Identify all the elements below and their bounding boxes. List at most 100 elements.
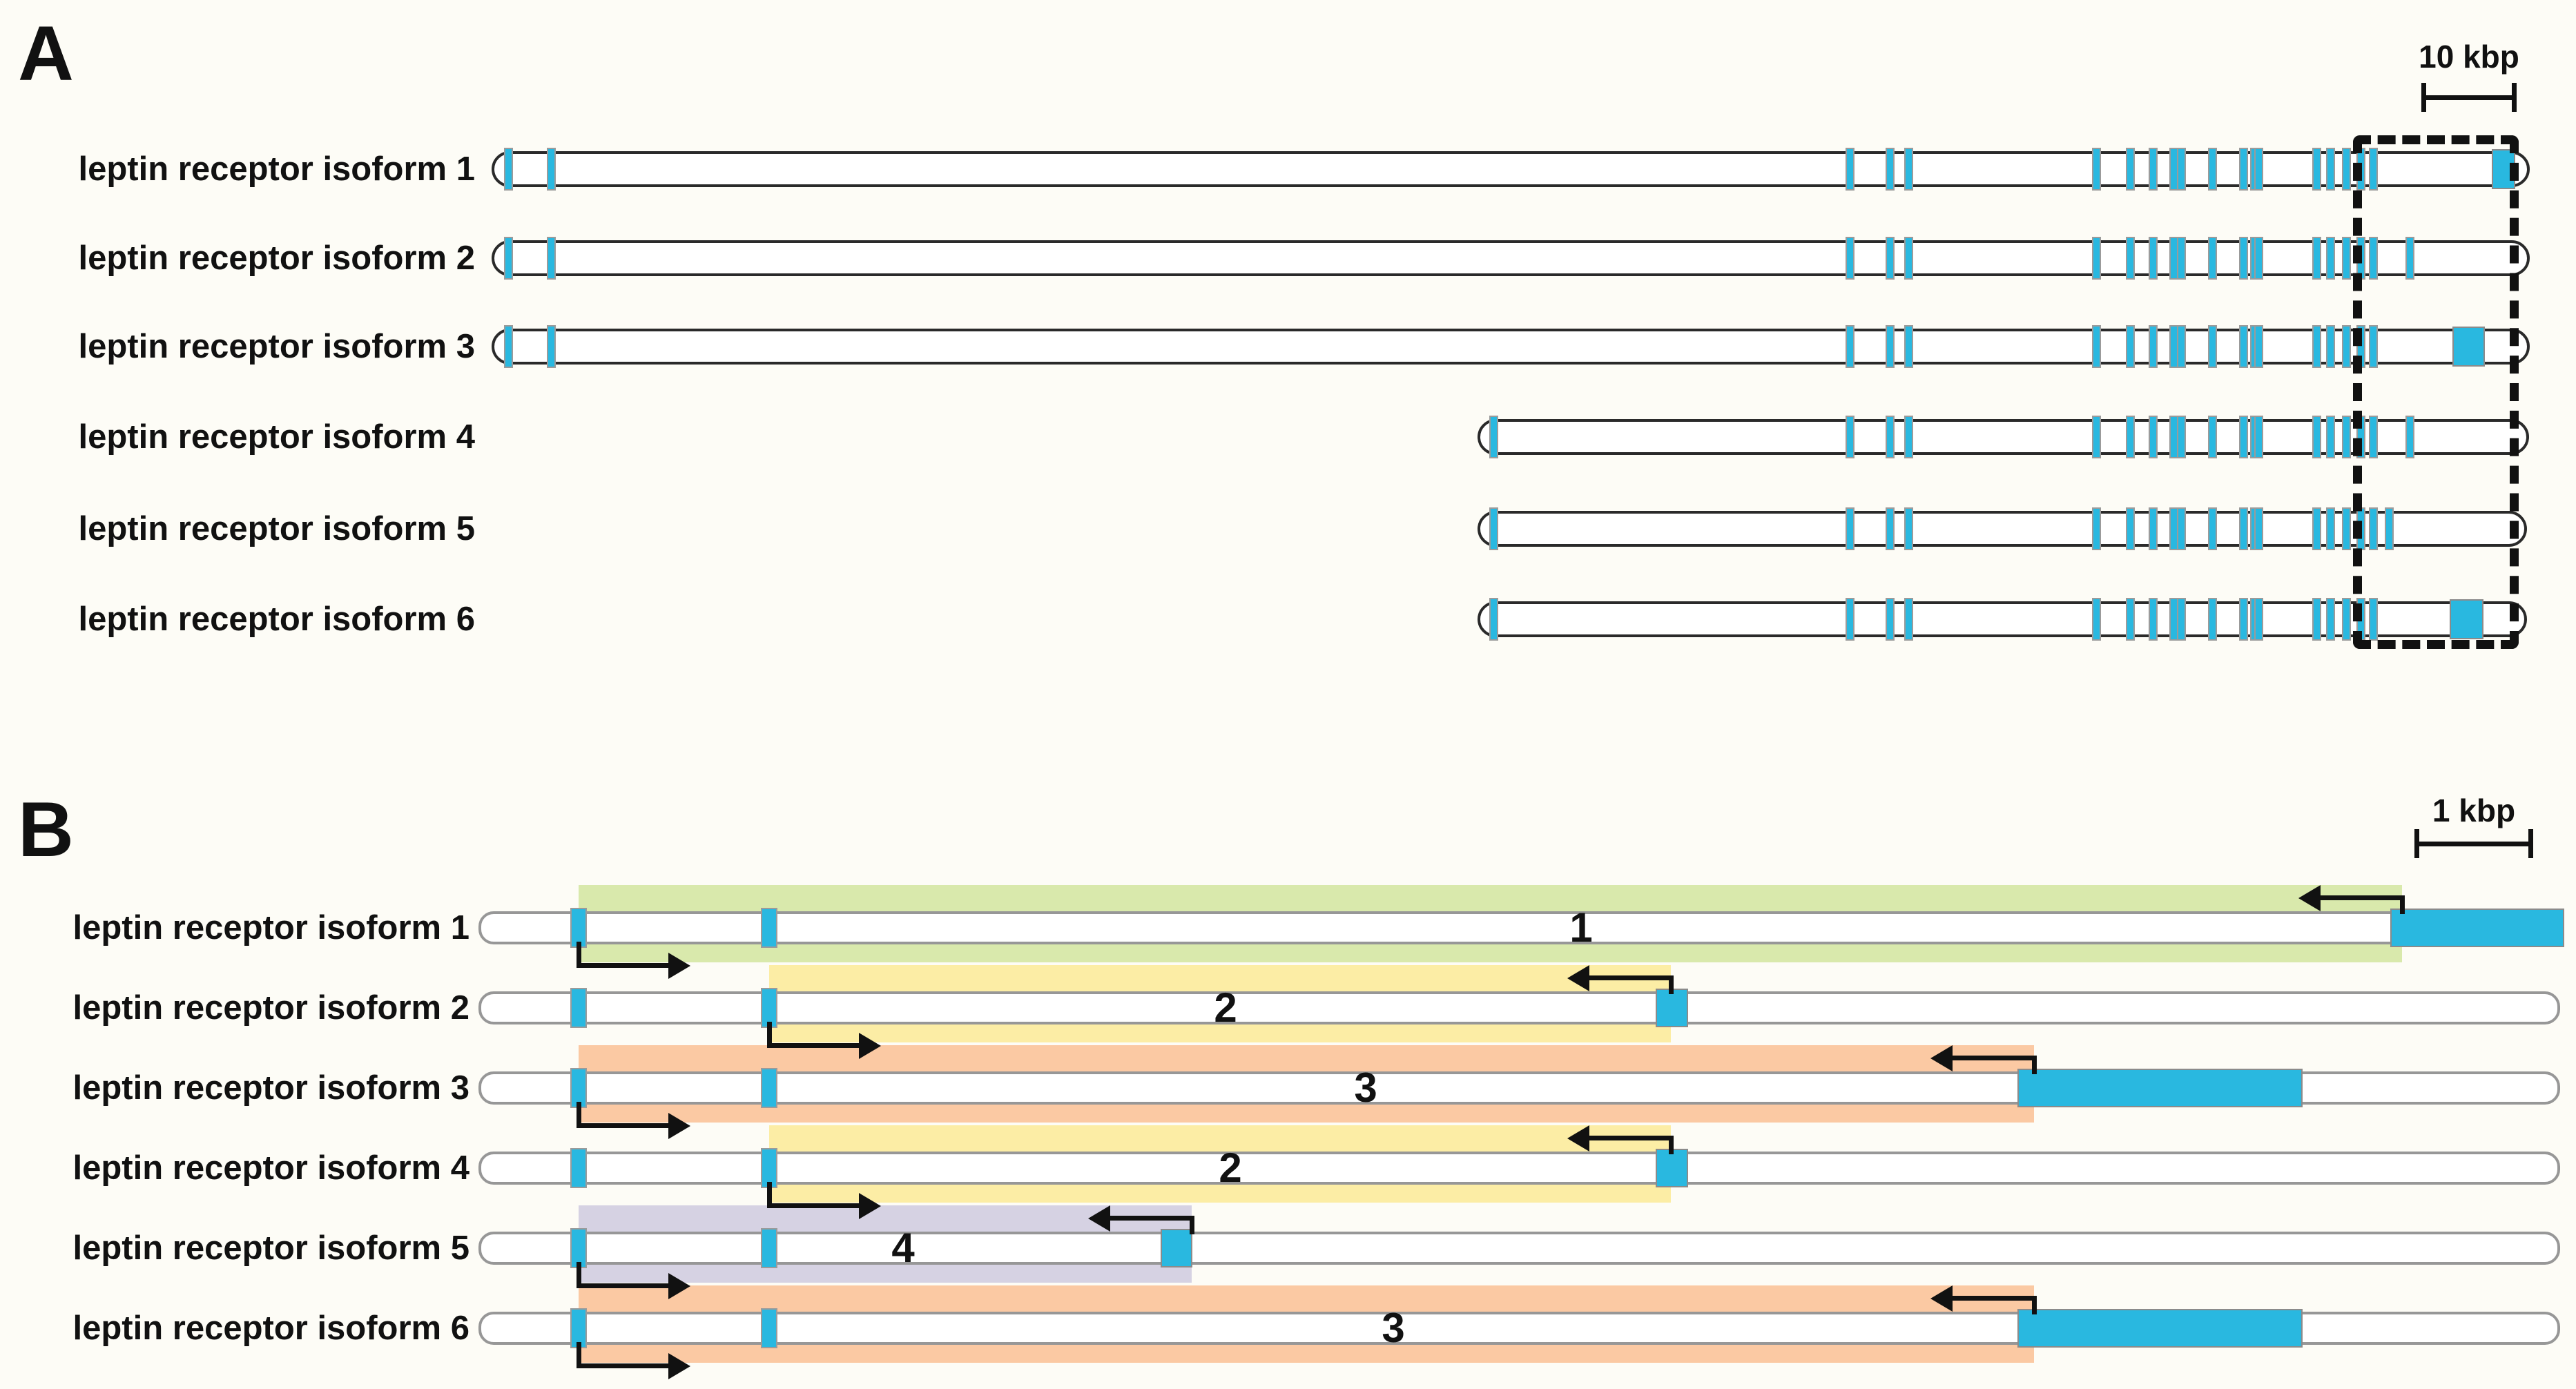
panel-b-scalebar-label: 1 kbp	[2432, 793, 2516, 828]
exon-tick	[2254, 148, 2263, 191]
exon-tick	[2149, 598, 2158, 641]
row-label: leptin receptor isoform 6	[72, 1310, 469, 1347]
reverse-primer-arrow-vertical	[2032, 1296, 2037, 1314]
reverse-primer-arrowhead-icon	[1567, 1125, 1589, 1152]
exon-tick	[2092, 148, 2101, 191]
exon-tick	[2208, 598, 2217, 641]
exon-tick	[2312, 507, 2321, 550]
panel-a-letter: A	[18, 10, 75, 97]
gene-bar	[492, 329, 2530, 365]
amplicon-number: 3	[1382, 1305, 1405, 1351]
exon-tick	[2208, 507, 2217, 550]
exon-tick	[1489, 507, 1498, 550]
exon-tick	[761, 988, 777, 1028]
exon-box	[1656, 1149, 1688, 1187]
exon-tick	[2126, 598, 2135, 641]
forward-primer-arrow-vertical	[577, 1102, 581, 1128]
exon-tick	[2092, 416, 2101, 458]
exon-tick	[570, 1228, 587, 1268]
exon-tick	[1846, 507, 1854, 550]
panel-a-scalebar-label: 10 kbp	[2419, 39, 2519, 75]
row-label: leptin receptor isoform 4	[72, 1149, 469, 1187]
gene-bar	[492, 151, 2530, 187]
exon-tick	[2342, 416, 2351, 458]
exon-tick	[2092, 598, 2101, 641]
forward-primer-arrow-vertical	[577, 942, 581, 968]
exon-tick	[2239, 237, 2248, 280]
exon-tick	[1904, 507, 1913, 550]
exon-tick	[2149, 325, 2158, 368]
row-label: leptin receptor isoform 4	[78, 418, 475, 456]
exon-tick	[1904, 237, 1913, 280]
exon-tick	[1846, 148, 1854, 191]
panel-b-scalebar-line	[2417, 842, 2531, 846]
panel-a-scalebar-line	[2423, 95, 2515, 100]
reverse-primer-arrow-horizontal	[1589, 1136, 1674, 1140]
exon-tick	[1846, 416, 1854, 458]
exon-tick	[2208, 148, 2217, 191]
exon-tick	[2342, 598, 2351, 641]
exon-tick	[2342, 237, 2351, 280]
panel-b-letter: B	[18, 786, 75, 873]
forward-primer-arrow-vertical	[767, 1022, 772, 1048]
exon-tick	[1904, 598, 1913, 641]
exon-tick	[761, 1228, 777, 1268]
panel-b-scalebar-cap-right	[2528, 829, 2533, 858]
exon-tick	[2239, 598, 2248, 641]
row-label: leptin receptor isoform 3	[72, 1069, 469, 1107]
forward-primer-arrow-horizontal	[767, 1203, 860, 1208]
exon-tick	[2208, 325, 2217, 368]
gene-bar	[1478, 601, 2527, 637]
row-label: leptin receptor isoform 5	[72, 1230, 469, 1267]
exon-tick	[2312, 237, 2321, 280]
exon-tick	[1886, 598, 1895, 641]
exon-tick	[2177, 507, 2186, 550]
amplicon-number: 4	[891, 1225, 915, 1271]
exon-tick	[2177, 148, 2186, 191]
panel-a-scalebar-cap-right	[2512, 83, 2517, 112]
reverse-primer-arrowhead-icon	[1930, 1285, 1953, 1312]
exon-tick	[2126, 148, 2135, 191]
row-label: leptin receptor isoform 6	[78, 601, 475, 638]
exon-tick	[1846, 325, 1854, 368]
exon-tick	[2369, 237, 2378, 280]
exon-tick	[2092, 325, 2101, 368]
row-label: leptin receptor isoform 3	[78, 328, 475, 365]
exon-tick	[761, 1068, 777, 1108]
exon-tick	[2126, 237, 2135, 280]
exon-tick	[2177, 416, 2186, 458]
reverse-primer-arrow-horizontal	[1589, 975, 1674, 980]
exon-tick	[547, 325, 556, 368]
exon-tick	[2342, 507, 2351, 550]
forward-primer-arrowhead-icon	[668, 1353, 690, 1379]
forward-primer-arrow-horizontal	[577, 1283, 670, 1288]
exon-tick	[2208, 237, 2217, 280]
forward-primer-arrowhead-icon	[668, 1113, 690, 1139]
exon-tick	[2126, 507, 2135, 550]
exon-tick	[2326, 416, 2335, 458]
reverse-primer-arrow-vertical	[1669, 975, 1674, 994]
exon-tick	[2092, 507, 2101, 550]
exon-tick	[2254, 598, 2263, 641]
exon-tick	[2239, 325, 2248, 368]
exon-tick	[570, 988, 587, 1028]
reverse-primer-arrowhead-icon	[1088, 1205, 1110, 1232]
reverse-primer-arrowhead-icon	[1930, 1045, 1953, 1071]
exon-tick	[2177, 325, 2186, 368]
exon-tick	[1886, 507, 1895, 550]
exon-tick	[2312, 325, 2321, 368]
exon-tick	[1904, 325, 1913, 368]
reverse-primer-arrow-horizontal	[1953, 1056, 2037, 1060]
exon-tick	[1489, 416, 1498, 458]
exon-tick	[2149, 507, 2158, 550]
exon-box	[2450, 599, 2483, 639]
gene-bar	[478, 1232, 2560, 1265]
exon-tick	[2239, 416, 2248, 458]
exon-tick	[1846, 237, 1854, 280]
exon-tick	[2092, 237, 2101, 280]
amplicon-number: 3	[1354, 1065, 1377, 1111]
exon-tick	[2326, 148, 2335, 191]
exon-tick	[2326, 598, 2335, 641]
forward-primer-arrowhead-icon	[668, 1273, 690, 1299]
exon-tick	[504, 325, 513, 368]
